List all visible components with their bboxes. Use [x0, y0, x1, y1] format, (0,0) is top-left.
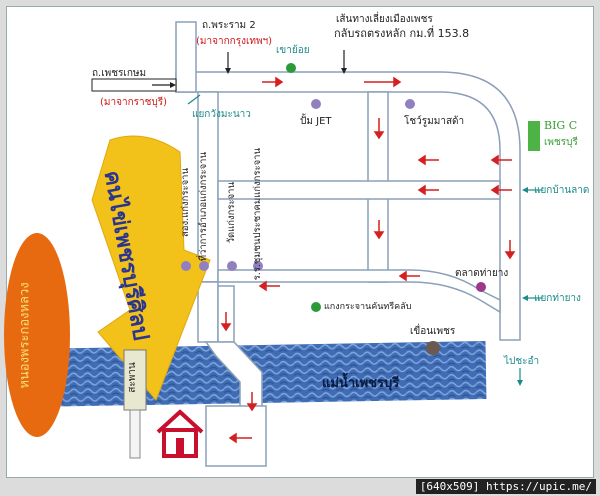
- tha-yang-junction-label: แยกท่ายาง: [534, 293, 581, 304]
- bridge-label: สะพาน: [126, 362, 138, 393]
- bypass-line1: เส้นทางเลี่ยงเมืองเพชร: [336, 14, 433, 25]
- khao-yoi-label: เขาย้อย: [276, 45, 310, 56]
- bigc-landmark: BIG C เพชรบุรี: [528, 117, 586, 155]
- house-icon: [156, 409, 204, 458]
- phetkasem-road-label: ถ.เพชรเกษม: [92, 68, 147, 79]
- road-network: [91, 21, 521, 467]
- vert-label-3: วัดแก่งกระจาน: [226, 182, 237, 244]
- bypass-line2: กลับรถตรงหลัก กม.ที่ 153.8: [334, 27, 470, 40]
- left-oval: [4, 233, 70, 437]
- dam-label: เขื่อนเพชร: [410, 326, 456, 337]
- showroom-label: โชว์รูมมาสด้า: [404, 116, 465, 127]
- talat-tha-yang-label: ตลาดท่ายาง: [455, 268, 509, 279]
- direction-arrows: [220, 76, 516, 444]
- poi-dots: [181, 63, 486, 355]
- pointer-arrows: [152, 50, 542, 386]
- pump-jet-label: ปั้ม JET: [300, 116, 332, 127]
- phetkasem-from-label: (มาจากราชบุรี): [100, 97, 168, 108]
- ban-lat-label: แยกบ้านลาด: [534, 185, 590, 196]
- rama2-from-label: (มาจากกรุงเทพฯ): [196, 36, 273, 47]
- rama2-road-label: ถ.พระราม 2: [202, 20, 256, 31]
- yellow-arrow: [91, 135, 211, 401]
- vert-label-4: ร.ร.ชุมชนประชาคมแก่งกระจาน: [252, 148, 263, 281]
- river-label: แม่น้ำเพชรบุรี: [322, 376, 400, 391]
- kaeng-krachan-junction-label: แกงกระจานคันทรีคลับ: [324, 302, 412, 312]
- vert-label-1: สอง.แก่งกระจาน: [180, 168, 191, 238]
- vert-label-2: ที่ว่าการอำเภอแก่งกระจาน: [198, 152, 209, 262]
- to-cha-am-label: ไปชะอำ: [504, 356, 540, 367]
- bridge-pillars: [123, 349, 147, 459]
- left-oval-label: หนองพระกองหลวง: [17, 282, 33, 389]
- image-footer: [640x509] https://upic.me/: [415, 479, 596, 494]
- bigc-sub: เพชรบุรี: [544, 137, 578, 148]
- kwang-manao-label: แยกวังมะนาว: [192, 109, 251, 120]
- bigc-name: BIG C: [544, 119, 578, 132]
